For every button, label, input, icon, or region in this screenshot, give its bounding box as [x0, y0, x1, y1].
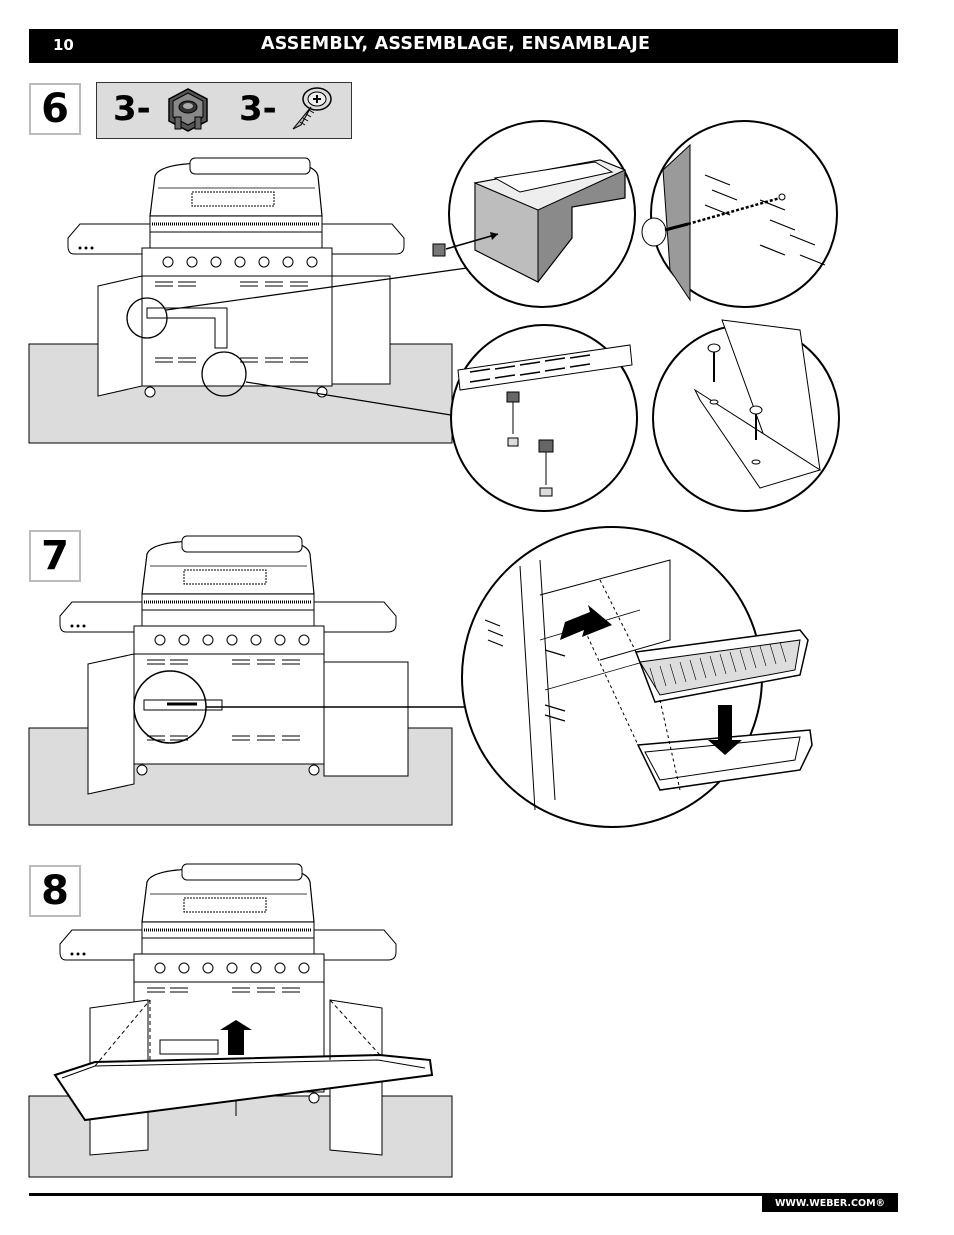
- part-1-quantity: 3-: [113, 89, 151, 129]
- footer-rule: [29, 1193, 898, 1196]
- step-8-number: 8: [29, 865, 81, 917]
- page-header: 10 ASSEMBLY, ASSEMBLAGE, ENSAMBLAJE: [29, 29, 898, 63]
- part-2-quantity: 3-: [239, 89, 277, 129]
- website-url: WWW.WEBER.COM®: [762, 1196, 898, 1212]
- page-title: ASSEMBLY, ASSEMBLAGE, ENSAMBLAJE: [261, 34, 651, 54]
- screw-icon: [292, 87, 332, 130]
- clip-nut-icon: [168, 88, 208, 132]
- parts-list: 3- 3-: [96, 82, 352, 139]
- step-6-number: 6: [29, 83, 81, 135]
- page-number: 10: [53, 36, 74, 54]
- step-7-number: 7: [29, 530, 81, 582]
